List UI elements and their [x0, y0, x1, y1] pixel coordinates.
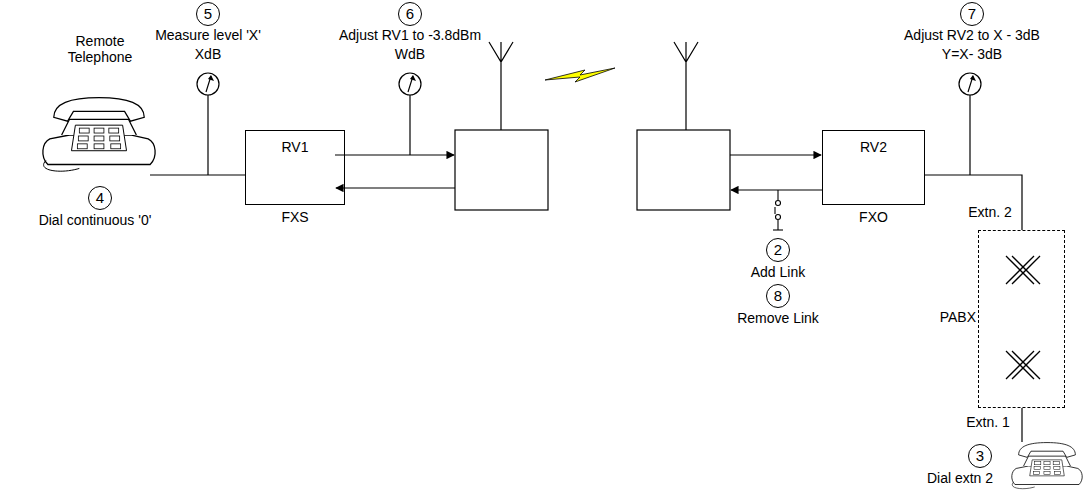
instruction: Dial extn 2: [927, 470, 993, 486]
instruction: Add Link: [751, 264, 805, 280]
unit-name: FXS: [281, 209, 308, 225]
instruction: Adjust RV2 to X - 3dB: [904, 27, 1040, 43]
instruction: Measure level 'X': [155, 27, 261, 43]
callout-number: 2: [766, 238, 790, 262]
fxs-unit: RV1FXS: [245, 130, 345, 205]
callout-number: 3: [968, 444, 992, 468]
instruction: Remove Link: [737, 310, 819, 326]
callout-number: 6: [398, 2, 422, 26]
level-value: Y=X- 3dB: [942, 46, 1002, 62]
device-label: Remote Telephone: [60, 33, 140, 65]
instruction: Adjust RV1 to -3.8dBm: [339, 27, 481, 43]
link-switch: [773, 190, 783, 230]
crosspoint-symbol: [1006, 256, 1040, 379]
component-label: RV2: [823, 139, 924, 155]
instruction: Dial continuous '0': [39, 212, 152, 228]
callout-number: 4: [88, 186, 112, 210]
callout-number: 8: [766, 284, 790, 308]
pabx-box: PABX: [978, 230, 1065, 408]
line-connector: [925, 175, 1022, 230]
component-label: RV1: [246, 139, 344, 155]
telephone-icon: [1012, 443, 1082, 489]
callout-number: 7: [960, 2, 984, 26]
unit-name: FXO: [859, 209, 888, 225]
radio-box: [637, 130, 730, 210]
radio-link: [545, 68, 615, 82]
fxo-unit: RV2FXO: [822, 130, 925, 205]
unit-name: PABX: [940, 309, 976, 325]
telephone-icon: [43, 98, 155, 172]
level-value: WdB: [395, 46, 425, 62]
extension-label: Extn. 2: [968, 204, 1012, 220]
callout-number: 5: [196, 2, 220, 26]
level-value: XdB: [195, 46, 221, 62]
radio-box: [455, 130, 548, 210]
extension-label: Extn. 1: [966, 414, 1010, 430]
